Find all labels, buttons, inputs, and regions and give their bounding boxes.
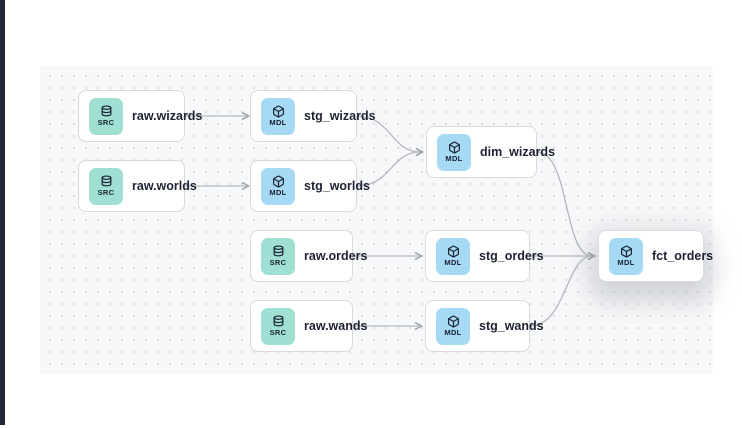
node-stg-wizards[interactable]: MDL stg_wizards — [250, 90, 376, 142]
node-dim-wizards[interactable]: MDL dim_wizards — [426, 126, 555, 178]
cube-icon — [448, 141, 461, 154]
badge-label: MDL — [444, 258, 462, 268]
node-fct-orders[interactable]: MDL fct_orders — [598, 230, 713, 282]
node-label: raw.wands — [304, 319, 368, 333]
node-raw-wizards[interactable]: SRC raw.wizards — [78, 90, 202, 142]
source-badge: SRC — [261, 307, 295, 345]
node-label: stg_wizards — [304, 109, 376, 123]
source-badge: SRC — [261, 237, 295, 275]
node-label: stg_worlds — [304, 179, 370, 193]
node-label: dim_wizards — [480, 145, 556, 159]
node-label: raw.wizards — [132, 109, 203, 123]
node-raw-wands[interactable]: SRC raw.wands — [250, 300, 367, 352]
badge-label: MDL — [269, 188, 287, 198]
badge-label: MDL — [269, 118, 287, 128]
badge-label: SRC — [97, 188, 115, 198]
model-badge: MDL — [436, 237, 470, 275]
cube-icon — [620, 245, 633, 258]
source-badge: SRC — [89, 97, 123, 135]
database-icon — [272, 315, 285, 328]
node-label: stg_orders — [479, 249, 544, 263]
node-stg-wands[interactable]: MDL stg_wands — [425, 300, 544, 352]
cube-icon — [447, 315, 460, 328]
badge-label: SRC — [269, 258, 287, 268]
model-badge: MDL — [261, 97, 295, 135]
node-label: fct_orders — [652, 249, 714, 263]
badge-label: SRC — [97, 118, 115, 128]
node-raw-orders[interactable]: SRC raw.orders — [250, 230, 367, 282]
node-label: stg_wands — [479, 319, 544, 333]
source-badge: SRC — [89, 167, 123, 205]
model-badge: MDL — [261, 167, 295, 205]
window-edge-bar — [0, 0, 5, 425]
badge-label: MDL — [445, 154, 463, 164]
cube-icon — [272, 105, 285, 118]
model-badge: MDL — [437, 133, 471, 171]
node-raw-worlds[interactable]: SRC raw.worlds — [78, 160, 197, 212]
cube-icon — [272, 175, 285, 188]
badge-label: MDL — [617, 258, 635, 268]
cube-icon — [447, 245, 460, 258]
model-badge: MDL — [609, 237, 643, 275]
database-icon — [100, 105, 113, 118]
node-stg-orders[interactable]: MDL stg_orders — [425, 230, 544, 282]
node-stg-worlds[interactable]: MDL stg_worlds — [250, 160, 370, 212]
database-icon — [100, 175, 113, 188]
node-label: raw.orders — [304, 249, 368, 263]
node-label: raw.worlds — [132, 179, 197, 193]
model-badge: MDL — [436, 307, 470, 345]
database-icon — [272, 245, 285, 258]
badge-label: SRC — [269, 328, 287, 338]
badge-label: MDL — [444, 328, 462, 338]
